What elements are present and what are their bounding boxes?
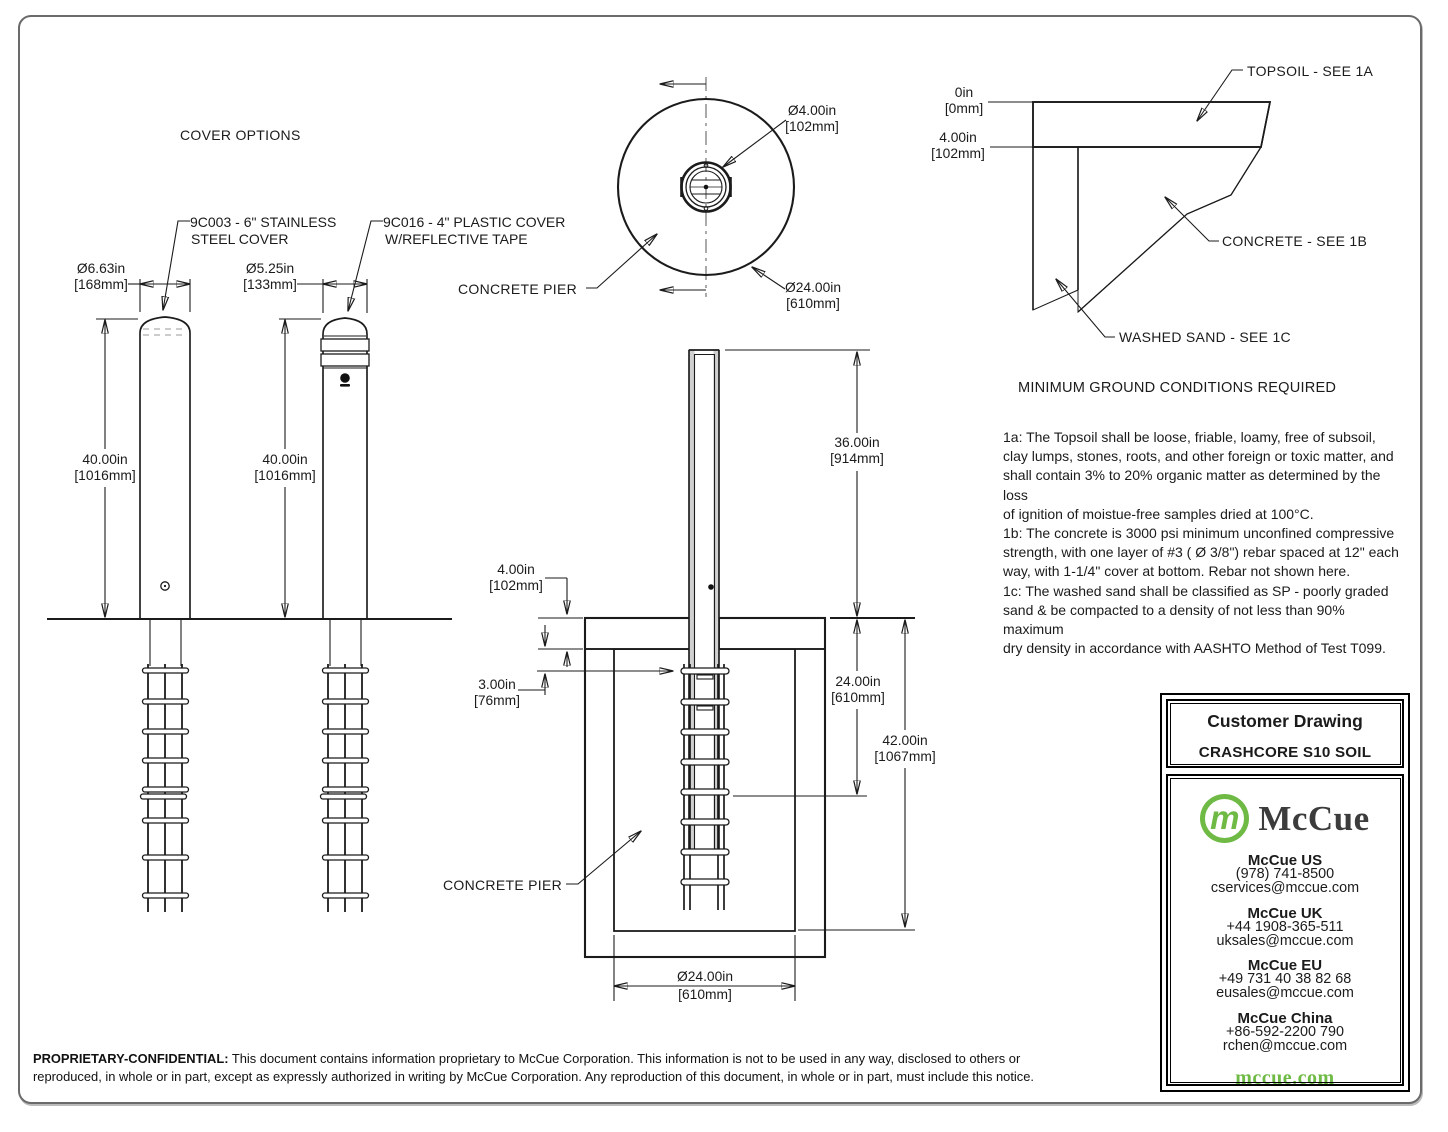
dim-bollard1-diameter-mm: [168mm] [74,276,128,292]
title-block: Customer Drawing CRASHCORE S10 SOIL m Mc… [1160,693,1410,1092]
dim-grade-four-mm: [102mm] [931,145,985,161]
title-block-contact-panel: m McCue McCue US (978) 741-8500 cservice… [1166,774,1404,1089]
ground-conditions-title: MINIMUM GROUND CONDITIONS REQUIRED [1018,380,1337,396]
dim-topsoil-depth-in: 4.00in [497,562,535,577]
dim-grade-zero-mm: [0mm] [944,100,984,116]
topsoil-callout: TOPSOIL - SEE 1A [1247,63,1374,79]
ground-condition-notes: 1a: The Topsoil shall be loose, friable,… [1003,429,1399,657]
proprietary-notice-line2: reproduced, in whole or in part, except … [33,1069,1034,1084]
brand-wordmark: McCue [1258,798,1370,838]
dim-bollard1-diameter-in: Ø6.63in [76,261,126,276]
contact-china-name: McCue China [1237,1010,1333,1028]
contact-uk: McCue UK +44 1908-365-511 uksales@mccue.… [1168,904,1402,949]
mccue-logo-letter: m [1210,798,1240,836]
dim-bollard1-diameter: Ø6.63in [168mm] [74,261,128,292]
dim-bollard1-height-in: 40.00in [82,452,128,467]
plan-view [586,77,796,297]
website-link[interactable]: mccue.com [1235,1066,1335,1089]
concrete-callout: CONCRETE - SEE 1B [1222,233,1368,249]
dim-pier-depth-in: 24.00in [835,674,881,689]
section-view [518,349,915,1001]
dim-pier-diameter-bottom-in: Ø24.00in [677,969,733,984]
contact-eu-phone: +49 731 40 38 82 68 [1218,971,1352,988]
rebar-cage-section [680,664,730,910]
contact-china: McCue China +86-592-2200 790 rchen@mccue… [1168,1010,1402,1054]
proprietary-notice-line1: PROPRIETARY-CONFIDENTIAL: This document … [33,1050,1020,1068]
bollard-front-views [47,220,452,912]
dim-bollard1-height-mm: [1016mm] [74,467,136,483]
dim-pier-depth-mm: [610mm] [831,689,885,705]
section-dimensions [518,349,915,1001]
dim-grade-zero-in: 0in [954,85,974,100]
dim-pier-diameter-bottom: Ø24.00in [610mm] [677,969,733,1002]
dim-embed-offset: 3.00in [76mm] [474,677,520,708]
drawing-name: CRASHCORE S10 SOIL [1198,744,1372,761]
brand-row: m McCue [1168,794,1402,843]
washed-sand-callout: WASHED SAND - SEE 1C [1119,329,1291,345]
contact-eu: McCue EU +49 731 40 38 82 68 eusales@mcc… [1168,957,1402,1002]
dim-plan-bollard-diameter-in: Ø4.00in [787,103,837,118]
bollard2-dimensions [279,220,383,617]
proprietary-notice-bold: PROPRIETARY-CONFIDENTIAL: [33,1051,229,1066]
sheet-border [18,15,1422,1104]
mccue-logo-inner-ring [1205,799,1245,838]
dim-grade-zero: 0in [0mm] [945,85,983,116]
dim-bollard2-height: 40.00in [1016mm] [254,452,315,483]
dim-exposed-height: 36.00in [914mm] [830,435,884,466]
contact-uk-email[interactable]: uksales@mccue.com [1216,932,1354,949]
dim-bollard2-diameter-in: Ø5.25in [245,261,295,276]
cover2-label-line2: W/REFLECTIVE TAPE [385,231,528,247]
dim-plan-bollard-diameter-mm: [102mm] [785,118,839,134]
bollard1-dimensions [96,220,190,617]
dim-embed-offset-in: 3.00in [478,677,516,692]
dim-grade-four-in: 4.00in [939,130,977,145]
dim-plan-pier-diameter-mm: [610mm] [786,295,840,311]
contact-us-email[interactable]: cservices@mccue.com [1210,879,1360,896]
cover-options-title: COVER OPTIONS [180,127,301,143]
drawing-type-title: Customer Drawing [1207,711,1363,731]
dim-embed-offset-mm: [76mm] [474,692,520,708]
dim-plan-pier-diameter-in: Ø24.00in [785,280,841,295]
dim-plan-pier-diameter: Ø24.00in [610mm] [785,280,841,311]
rebar-cage-left [139,619,190,912]
contact-us-phone: (978) 741-8500 [1235,865,1335,882]
dim-topsoil-depth-mm: [102mm] [489,577,543,593]
dim-topsoil-depth: 4.00in [102mm] [489,562,543,593]
ground-conditions-detail [988,69,1272,338]
dim-grade-four: 4.00in [102mm] [931,130,985,161]
dim-total-depth-mm: [1067mm] [874,748,936,764]
dim-bollard2-diameter-mm: [133mm] [243,276,297,292]
dim-total-depth-in: 42.00in [882,733,928,748]
dim-bollard2-height-in: 40.00in [262,452,308,467]
dim-bollard2-height-mm: [1016mm] [254,467,316,483]
cover1-label-line2: STEEL COVER [191,231,289,247]
cover2-label-line1: 9C016 - 4" PLASTIC COVER [383,214,566,230]
contact-eu-email[interactable]: eusales@mccue.com [1216,985,1354,1002]
contact-uk-name: McCue UK [1247,904,1323,922]
dim-bollard2-diameter: Ø5.25in [133mm] [243,261,297,292]
contact-us-name: McCue US [1247,852,1323,869]
cover1-label-line1: 9C003 - 6" STAINLESS [190,214,337,230]
contact-china-phone: +86-592-2200 790 [1225,1024,1345,1041]
contact-uk-phone: +44 1908-365-511 [1226,918,1344,935]
contact-china-email[interactable]: rchen@mccue.com [1222,1037,1348,1054]
rebar-cage-right [319,619,370,912]
concrete-pier-plan-label: CONCRETE PIER [458,281,578,297]
mccue-logo-icon: m [1200,794,1250,843]
dim-total-depth: 42.00in [1067mm] [874,733,935,764]
dim-plan-bollard-diameter: Ø4.00in [102mm] [785,103,839,134]
dim-bollard1-height: 40.00in [1016mm] [74,452,135,483]
concrete-pier-section-label: CONCRETE PIER [443,877,563,893]
dim-pier-diameter-bottom-mm: [610mm] [678,986,732,1002]
dim-exposed-height-mm: [914mm] [830,450,884,466]
proprietary-notice-rest: This document contains information propr… [228,1051,1021,1066]
title-block-header: Customer Drawing CRASHCORE S10 SOIL [1166,699,1404,768]
dim-exposed-height-in: 36.00in [834,435,880,450]
contact-us: McCue US (978) 741-8500 cservices@mccue.… [1168,852,1402,896]
dim-pier-depth: 24.00in [610mm] [831,674,885,705]
contact-eu-name: McCue EU [1247,957,1323,975]
